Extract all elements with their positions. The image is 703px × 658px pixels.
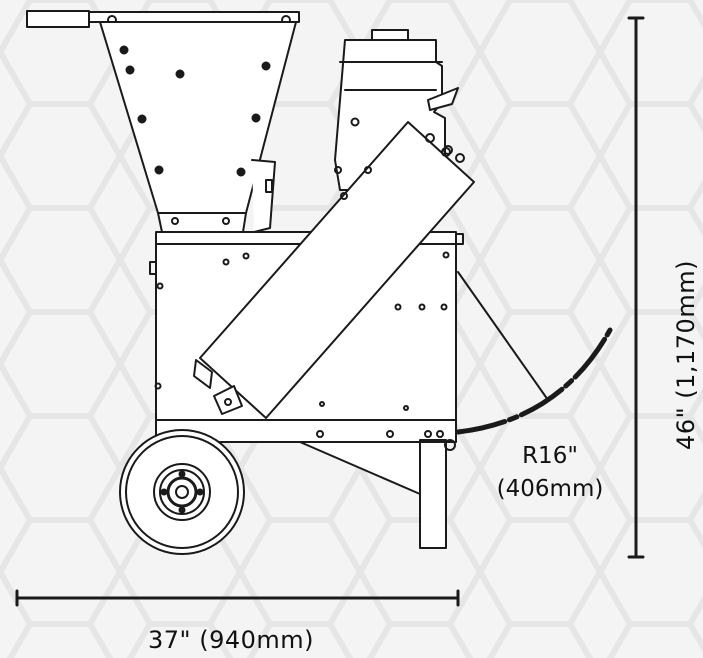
width-dimension-line [15, 589, 460, 607]
radius-mm-label: (406mm) [496, 476, 604, 502]
hopper-funnel [99, 21, 297, 233]
lower-deflector [155, 271, 549, 549]
radius-dimension-label: R16" (406mm) [488, 440, 612, 506]
chute-swing-radius-arc [455, 327, 613, 435]
discharge-chute [193, 121, 475, 419]
width-dimension-label: 37" (940mm) [148, 626, 314, 654]
wheel [119, 429, 245, 555]
height-dimension-line [627, 16, 645, 559]
radius-inches-label: R16" [522, 443, 578, 469]
height-dimension-label: 46" (1,170mm) [672, 260, 700, 450]
tow-handle [26, 10, 300, 28]
